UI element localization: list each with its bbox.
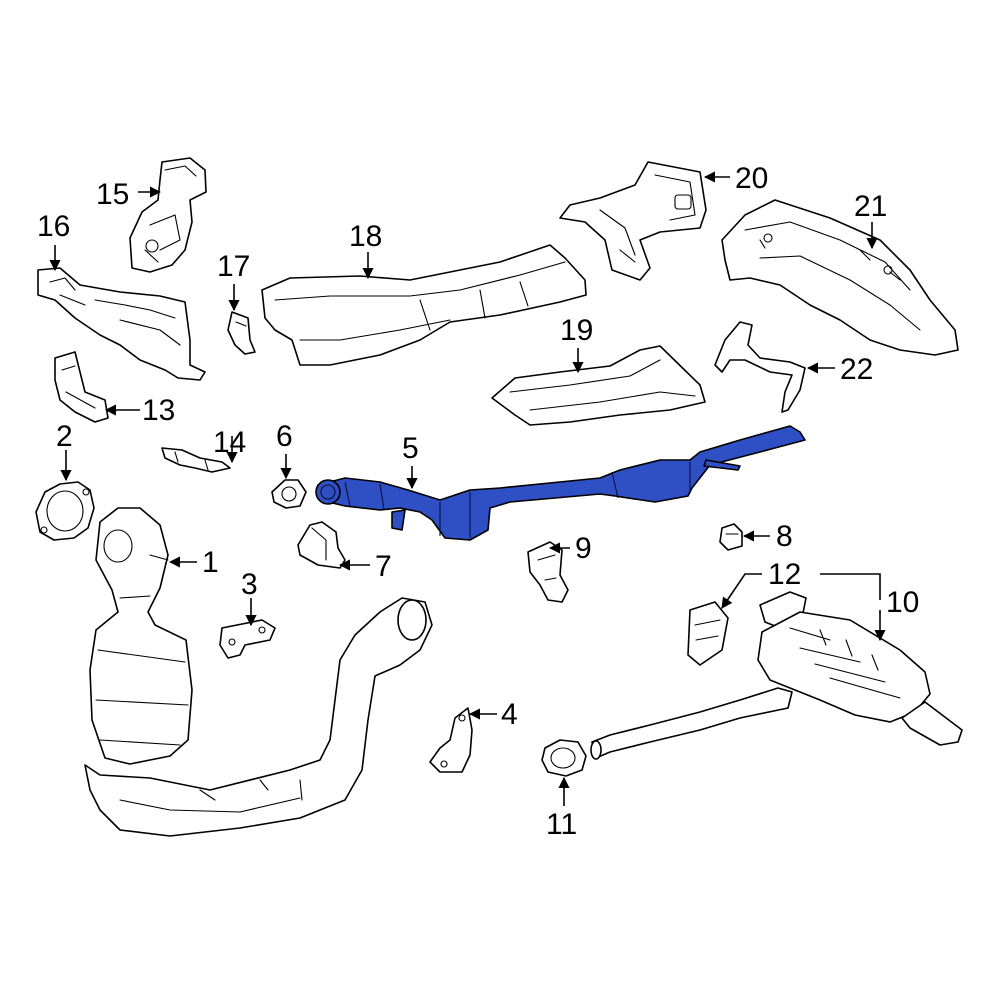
callout-17: 17 [217,250,250,283]
part-21-heat-shield[interactable] [721,199,959,356]
callout-7: 7 [375,550,392,583]
callout-8: 8 [776,520,793,553]
part-7-clamp[interactable] [297,521,346,569]
part-2-gasket[interactable] [35,481,95,541]
part-10-rear-muffler[interactable] [590,611,963,760]
part-15-heat-shield[interactable] [129,157,207,273]
callout-labels: 1 2 3 4 5 6 7 8 9 10 11 12 13 14 15 16 1… [37,162,919,841]
part-8-clip[interactable] [719,523,743,551]
part-16-heat-shield[interactable] [37,267,206,381]
part-13-bracket[interactable] [54,351,109,423]
callout-6: 6 [276,420,293,453]
callout-5: 5 [402,432,419,465]
callout-16: 16 [37,210,70,243]
callout-1: 1 [202,546,219,579]
callout-11: 11 [546,808,577,841]
part-3-bracket[interactable] [219,619,276,659]
part-18-heat-shield[interactable] [261,244,587,366]
callout-15: 15 [96,178,129,211]
callout-9: 9 [575,532,592,565]
callout-14: 14 [213,426,246,459]
callout-20: 20 [735,162,768,195]
callout-19: 19 [560,314,593,347]
part-17-bracket[interactable] [227,311,256,355]
part-6-gasket[interactable] [271,479,307,509]
callout-3: 3 [241,568,258,601]
part-22-hanger[interactable] [714,321,806,413]
callout-18: 18 [349,220,382,253]
part-19-heat-shield[interactable] [491,345,706,426]
callout-21: 21 [854,190,887,223]
part-1-catalytic-converter[interactable] [84,507,433,837]
callout-13: 13 [142,394,175,427]
part-20-heat-shield[interactable] [559,161,707,281]
callout-4: 4 [501,698,518,731]
leader-lines [49,171,886,806]
callout-22: 22 [840,353,873,386]
callout-2: 2 [56,420,73,453]
part-4-bracket[interactable] [429,707,473,773]
callout-10: 10 [886,586,919,619]
part-5-exhaust-pipe-assembly[interactable] [315,425,806,541]
part-14-bracket[interactable] [161,447,231,473]
callout-12: 12 [768,558,801,591]
part-11-clamp[interactable] [541,739,587,777]
part-9-sensor[interactable] [527,541,569,603]
